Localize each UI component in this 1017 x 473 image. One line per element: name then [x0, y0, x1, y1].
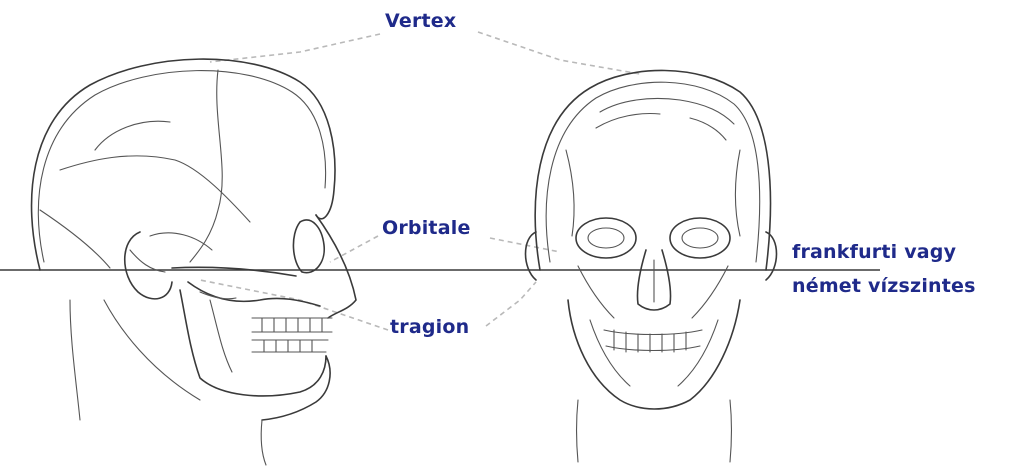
- leader-lines: [200, 32, 640, 330]
- frontal-skull: [526, 70, 777, 462]
- lateral-skull: [32, 59, 356, 465]
- tragion-label: tragion: [390, 316, 469, 338]
- vertex-label: Vertex: [385, 10, 456, 32]
- tragion-leader-left: [200, 280, 388, 330]
- tragion-leader-right: [486, 282, 536, 326]
- vertex-leader-right: [478, 32, 640, 74]
- frankfurt-label-line1: frankfurti vagy: [792, 241, 956, 263]
- frankfurt-label-line2: német vízszintes: [792, 275, 976, 297]
- vertex-leader-left: [210, 34, 380, 62]
- orbitale-label: Orbitale: [382, 217, 471, 239]
